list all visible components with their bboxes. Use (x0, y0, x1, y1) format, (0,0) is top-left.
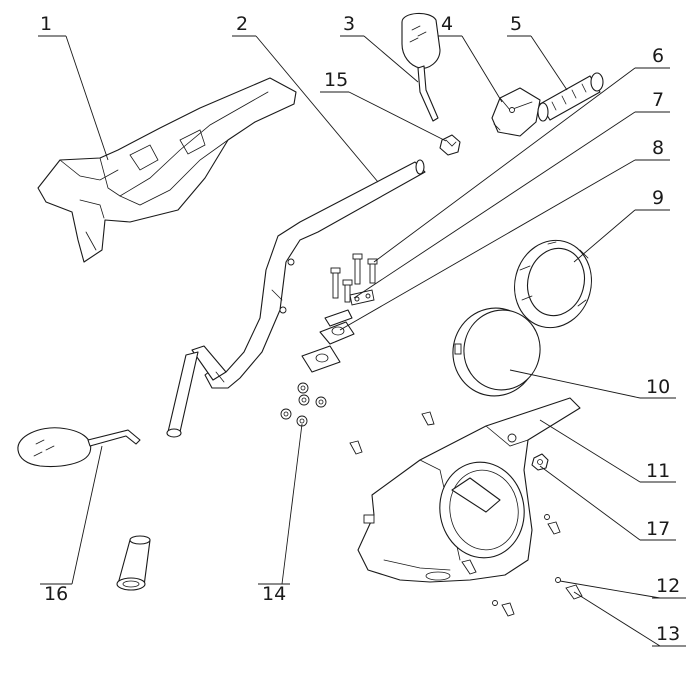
callout-12: 12 (656, 575, 680, 597)
callout-8: 8 (652, 137, 664, 159)
part-9-headlight-rim (514, 239, 592, 329)
part-14-washers (280, 382, 327, 427)
part-1-upper-cover (37, 77, 297, 263)
callout-11: 11 (646, 460, 670, 482)
part-3-right-mirror (401, 12, 441, 122)
callout-7: 7 (652, 89, 664, 111)
part-11-lower-cover (357, 397, 581, 583)
callout-14: 14 (262, 583, 286, 605)
part-6-7-bolts (330, 253, 378, 303)
part-17-nut (531, 453, 549, 471)
part-16-left-mirror (17, 427, 141, 468)
part-4-switch-housing (491, 87, 541, 137)
callout-16: 16 (44, 583, 68, 605)
part-5-throttle-grip (537, 72, 604, 122)
callout-13: 13 (656, 623, 680, 645)
callout-6: 6 (652, 45, 664, 67)
callout-4: 4 (441, 13, 453, 35)
part-2-handlebar (166, 159, 426, 438)
left-grip (116, 535, 151, 591)
callout-3: 3 (343, 13, 355, 35)
callout-17: 17 (646, 518, 670, 540)
part-7-plate (349, 289, 375, 306)
screws (349, 411, 583, 617)
callout-2: 2 (236, 13, 248, 35)
part-8-clamps (301, 309, 355, 373)
part-15-mirror-clamp (439, 134, 461, 156)
callout-1: 1 (40, 13, 52, 35)
callout-10: 10 (646, 376, 670, 398)
part-10-headlight-ring (452, 307, 541, 397)
callout-15: 15 (324, 69, 348, 91)
callout-9: 9 (652, 187, 664, 209)
callout-5: 5 (510, 13, 522, 35)
callouts: 1 2 3 4 5 15 6 7 8 9 10 11 17 12 13 14 1… (38, 13, 686, 647)
leader-lines (65, 35, 661, 647)
